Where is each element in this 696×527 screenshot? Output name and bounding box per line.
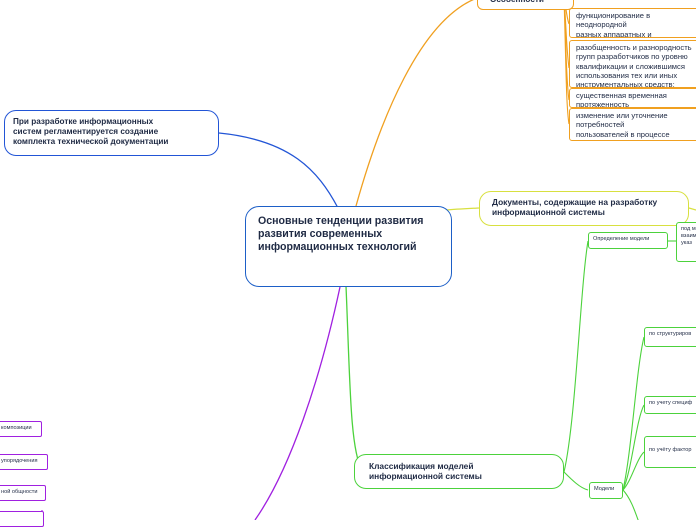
left-item-ordering[interactable]: упорядочения: [0, 454, 48, 470]
link-blue: [218, 132, 339, 209]
node-model-definition[interactable]: Определение модели: [588, 232, 668, 249]
link-green-models: [563, 471, 589, 491]
link-purple: [254, 286, 341, 520]
feature-item-duration[interactable]: существенная временная протяженность про…: [569, 88, 696, 108]
link-green-factors: [622, 451, 645, 491]
link-green-structure: [622, 336, 645, 491]
link-green-specifics: [622, 404, 645, 491]
link-orange-fan: [563, 0, 570, 125]
node-by-specifics[interactable]: по учету специф: [644, 396, 696, 414]
link-orange: [355, 0, 475, 207]
branch-development-documents[interactable]: Документы, содержащие на разработку инфо…: [479, 191, 689, 226]
link-yellow-tail: [688, 207, 696, 211]
branch-features[interactable]: Особенности: [477, 0, 574, 10]
node-by-structure[interactable]: по структуриров: [644, 327, 696, 347]
link-green-def: [563, 240, 589, 473]
left-item-composition[interactable]: композиции: [0, 421, 42, 437]
feature-item-heterogeneous[interactable]: функционирование в неоднородной разных а…: [569, 8, 696, 38]
link-green-more: [622, 489, 639, 520]
feature-item-developers[interactable]: разобщенность и разнородность групп разр…: [569, 40, 696, 88]
node-by-factors[interactable]: по учёту фактор: [644, 436, 696, 468]
left-item-cutoff[interactable]: [0, 511, 44, 527]
link-green: [345, 285, 363, 471]
left-item-commonality[interactable]: ной общности: [0, 485, 46, 501]
node-models[interactable]: Модели: [589, 482, 623, 499]
central-topic[interactable]: Основные тенденции развития развития сов…: [245, 206, 452, 287]
branch-documentation-regulation[interactable]: При разработке информационных систем рег…: [4, 110, 219, 156]
node-model-definition-detail[interactable]: под м взаим указ: [676, 222, 696, 262]
feature-item-requirements[interactable]: изменение или уточнение потребностей пол…: [569, 108, 696, 141]
branch-model-classification[interactable]: Классификация моделей информационной сис…: [354, 454, 564, 489]
